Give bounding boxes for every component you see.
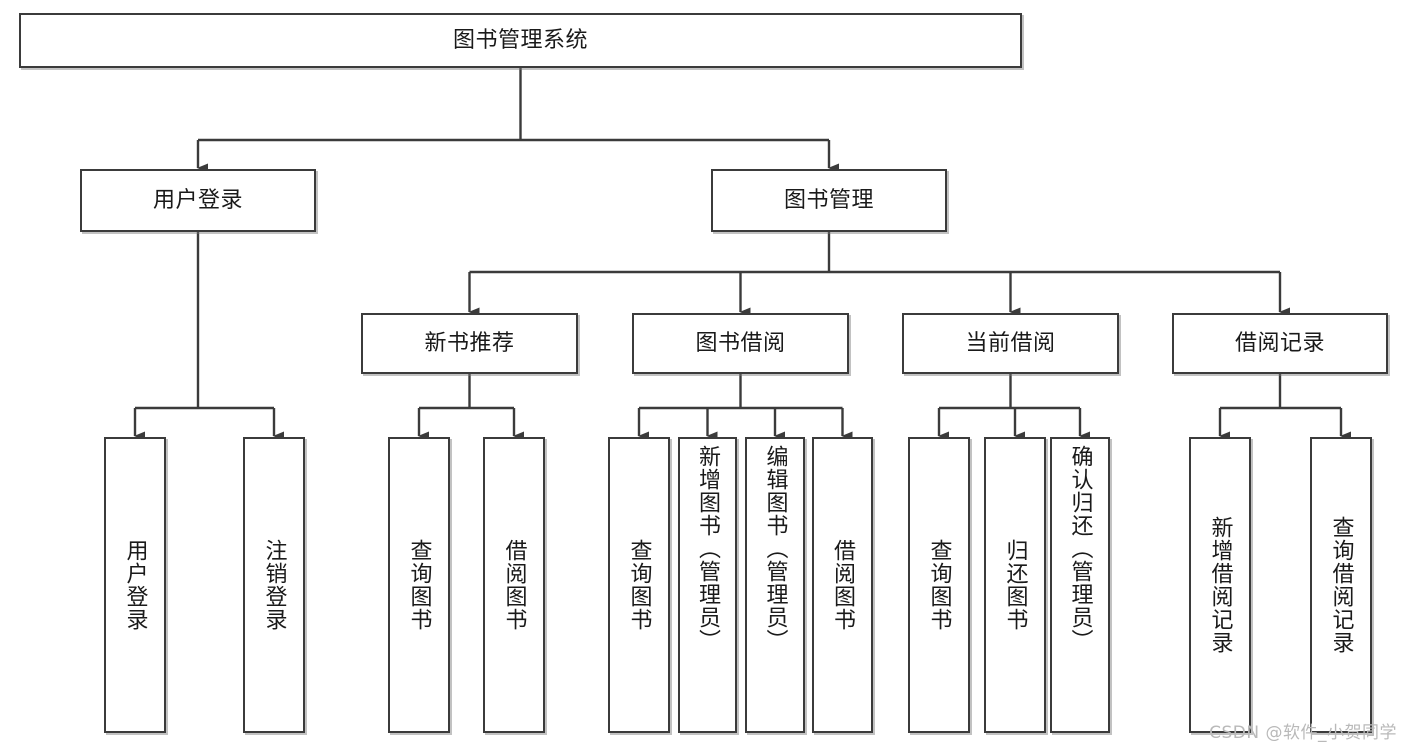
leaf-add-borrow-record[interactable]: 新增借阅记录: [1189, 437, 1251, 733]
node-user-login[interactable]: 用户登录: [80, 169, 316, 232]
node-book-borrow[interactable]: 图书借阅: [632, 313, 849, 374]
watermark: CSDN @软件_小贺同学: [1209, 723, 1397, 743]
leaf-add-borrow-record-label: 新增借阅记录: [1207, 516, 1233, 654]
leaf-logout-label: 注销登录: [261, 539, 287, 631]
leaf-return-book-label: 归还图书: [1002, 539, 1028, 631]
leaf-borrow-book-recommend-label: 借阅图书: [501, 539, 527, 631]
node-book-management-label: 图书管理: [783, 187, 874, 213]
leaf-add-book-admin[interactable]: 新增图书（管理员）: [678, 437, 737, 733]
node-root[interactable]: 图书管理系统: [19, 13, 1022, 68]
leaf-edit-book-admin[interactable]: 编辑图书（管理员）: [745, 437, 805, 733]
node-current-borrow[interactable]: 当前借阅: [902, 313, 1119, 374]
leaf-confirm-return-admin-label: 确认归还（管理员）: [1067, 445, 1093, 652]
leaf-query-book-current-label: 查询图书: [926, 539, 952, 631]
leaf-borrow-book-label: 借阅图书: [830, 539, 856, 631]
leaf-user-login-label: 用户登录: [122, 539, 148, 631]
leaf-user-login[interactable]: 用户登录: [104, 437, 166, 733]
node-current-borrow-label: 当前借阅: [965, 330, 1056, 356]
leaf-add-book-admin-label: 新增图书（管理员）: [695, 445, 721, 652]
leaf-borrow-book-recommend[interactable]: 借阅图书: [483, 437, 545, 733]
leaf-query-book-current[interactable]: 查询图书: [908, 437, 970, 733]
leaf-query-borrow-record-label: 查询借阅记录: [1328, 516, 1354, 654]
node-new-book-recommend-label: 新书推荐: [424, 330, 515, 356]
leaf-edit-book-admin-label: 编辑图书（管理员）: [762, 445, 788, 652]
leaf-confirm-return-admin[interactable]: 确认归还（管理员）: [1050, 437, 1110, 733]
node-borrow-record[interactable]: 借阅记录: [1172, 313, 1388, 374]
node-new-book-recommend[interactable]: 新书推荐: [361, 313, 578, 374]
node-book-management[interactable]: 图书管理: [711, 169, 947, 232]
leaf-query-book-borrow-label: 查询图书: [626, 539, 652, 631]
leaf-query-borrow-record[interactable]: 查询借阅记录: [1310, 437, 1372, 733]
leaf-logout[interactable]: 注销登录: [243, 437, 305, 733]
leaf-query-book-borrow[interactable]: 查询图书: [608, 437, 670, 733]
node-user-login-label: 用户登录: [152, 187, 243, 213]
node-root-label: 图书管理系统: [452, 27, 588, 53]
leaf-borrow-book[interactable]: 借阅图书: [812, 437, 873, 733]
leaf-query-book-recommend-label: 查询图书: [406, 539, 432, 631]
node-borrow-record-label: 借阅记录: [1234, 330, 1325, 356]
leaf-return-book[interactable]: 归还图书: [984, 437, 1046, 733]
leaf-query-book-recommend[interactable]: 查询图书: [388, 437, 450, 733]
node-book-borrow-label: 图书借阅: [695, 330, 786, 356]
